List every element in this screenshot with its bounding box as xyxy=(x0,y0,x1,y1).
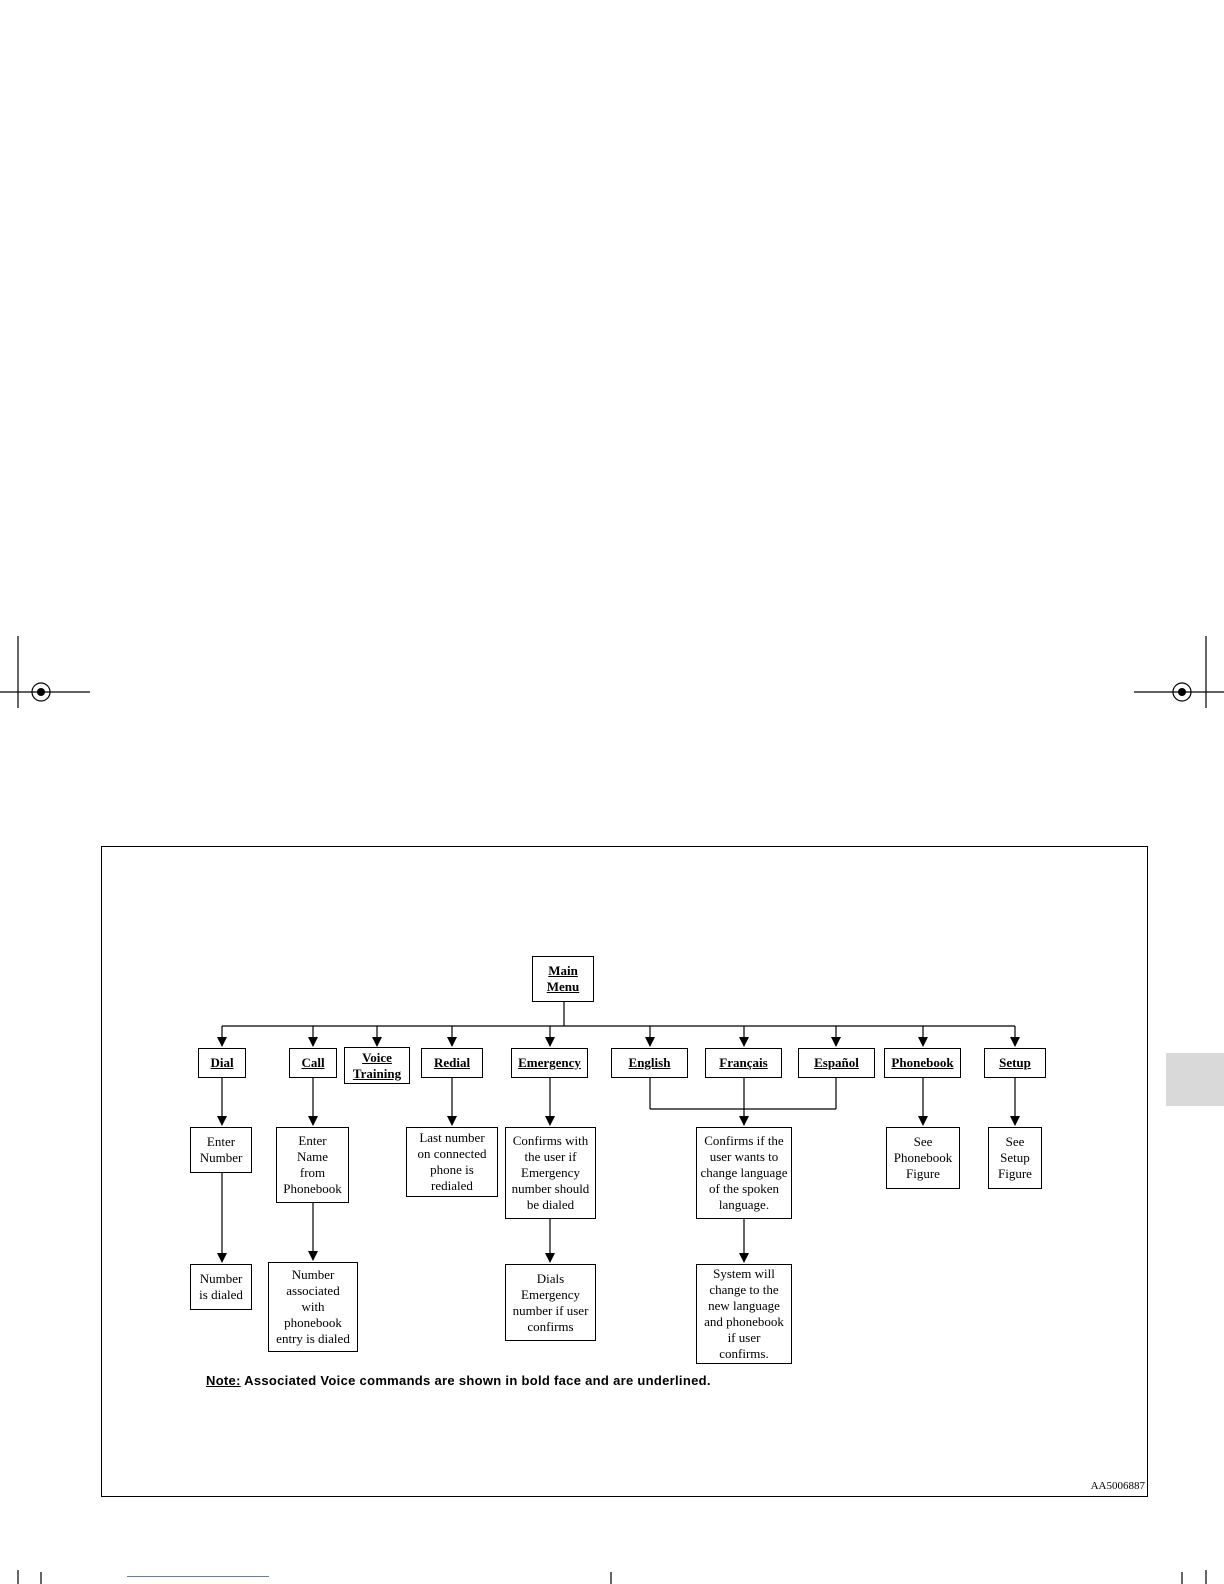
setup-figure-node: See Setup Figure xyxy=(988,1127,1042,1189)
english-command-node: English xyxy=(611,1048,688,1078)
phonebook-command-node: Phonebook xyxy=(884,1048,961,1078)
note-text: Associated Voice commands are shown in b… xyxy=(240,1373,711,1388)
voice-training-command-node: Voice Training xyxy=(344,1047,410,1084)
dial-enter-number-node: Enter Number xyxy=(190,1127,252,1173)
emergency-command-node: Emergency xyxy=(511,1048,588,1078)
number-dialed-node: Number is dialed xyxy=(190,1264,252,1310)
main-menu-node: Main Menu xyxy=(532,956,594,1002)
note-label: Note: xyxy=(206,1373,241,1388)
espanol-command-node: Español xyxy=(798,1048,875,1078)
francais-command-node: Français xyxy=(705,1048,782,1078)
footer-rule xyxy=(127,1576,269,1577)
diagram-note: Note: Associated Voice commands are show… xyxy=(206,1373,711,1388)
figure-code: AA5006887 xyxy=(1090,1480,1145,1492)
call-command-node: Call xyxy=(289,1048,337,1078)
emergency-confirm-node: Confirms with the user if Emergency numb… xyxy=(505,1127,596,1219)
redial-command-node: Redial xyxy=(421,1048,483,1078)
phonebook-entry-dialed-node: Number associated with phonebook entry i… xyxy=(268,1262,358,1352)
call-enter-name-node: Enter Name from Phonebook xyxy=(276,1127,349,1203)
section-tab xyxy=(1166,1053,1224,1106)
dial-command-node: Dial xyxy=(198,1048,246,1078)
setup-command-node: Setup xyxy=(984,1048,1046,1078)
diagram-frame xyxy=(101,846,1148,1497)
language-confirm-node: Confirms if the user wants to change lan… xyxy=(696,1127,792,1219)
phonebook-figure-node: See Phonebook Figure xyxy=(886,1127,960,1189)
emergency-dials-node: Dials Emergency number if user confirms xyxy=(505,1264,596,1341)
language-change-node: System will change to the new language a… xyxy=(696,1264,792,1364)
redial-result-node: Last number on connected phone is redial… xyxy=(406,1127,498,1197)
